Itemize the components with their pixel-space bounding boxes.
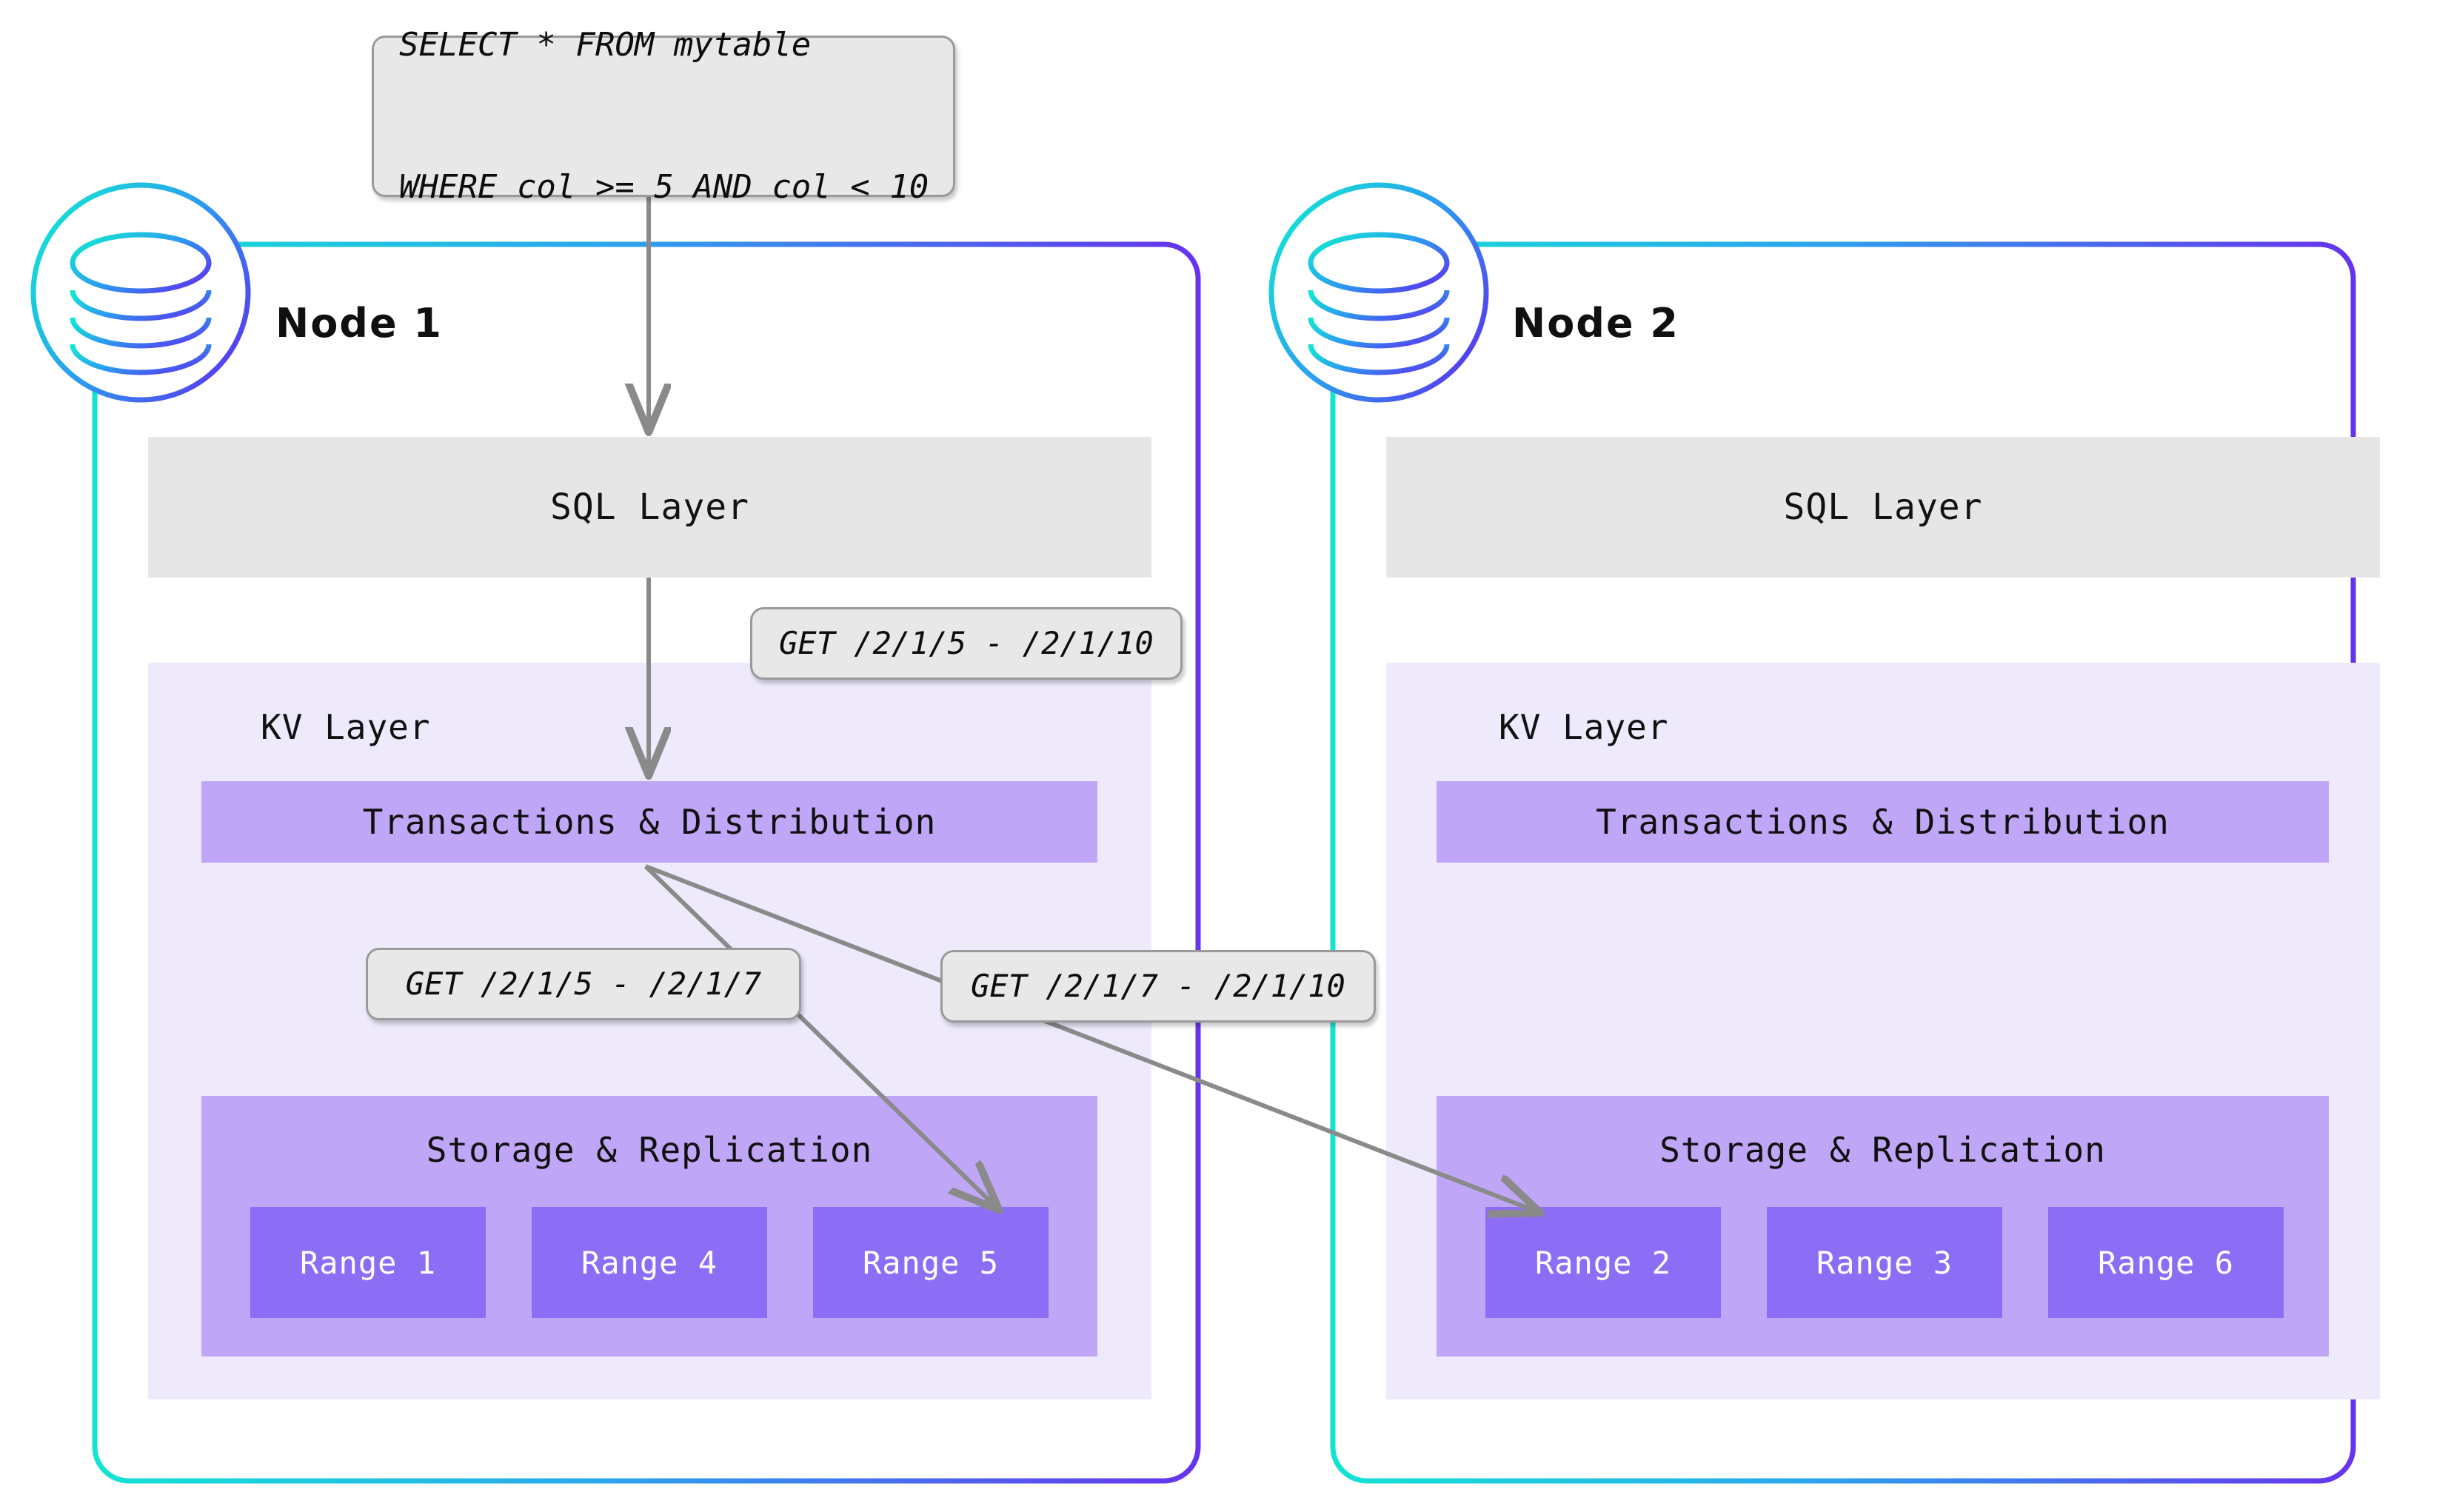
node-2-range-2-label: Range 6 [2097,1244,2234,1281]
database-cylinder-icon-node-2 [1268,182,1489,403]
node-2-sql-layer-label: SQL Layer [1783,486,1983,528]
node-1-kv-layer-label: KV Layer [261,707,431,747]
node-2-range-2[interactable]: Range 6 [2048,1207,2284,1318]
node-1-storage-label: Storage & Replication [426,1130,873,1170]
node-1-range-0[interactable]: Range 1 [250,1207,486,1318]
node-1-range-1[interactable]: Range 4 [532,1207,767,1318]
node-2-transactions-bar: Transactions & Distribution [1437,781,2329,863]
node-2-range-1-label: Range 3 [1816,1244,1953,1281]
node-1-sql-layer: SQL Layer [148,437,1151,578]
node-2-transactions-label: Transactions & Distribution [1596,802,2170,842]
node-2-kv-layer-label: KV Layer [1499,707,1669,747]
node-1-transactions-bar: Transactions & Distribution [201,781,1097,863]
node-1-sql-layer-label: SQL Layer [549,486,750,528]
node-2-range-1[interactable]: Range 3 [1767,1207,2002,1318]
sql-query-box: SELECT * FROM mytable WHERE col >= 5 AND… [372,26,955,206]
node-2-storage-label: Storage & Replication [1659,1130,2106,1170]
node-2-sql-layer: SQL Layer [1386,437,2380,578]
callout-sql-to-kv: GET /2/1/5 - /2/1/10 [750,607,1183,680]
sql-query-line-1: SELECT * FROM mytable [399,26,812,64]
node-1-range-1-label: Range 4 [581,1244,718,1281]
node-1-transactions-label: Transactions & Distribution [362,802,937,842]
node-2-title: Node 2 [1512,300,1679,347]
node-1-title: Node 1 [275,300,443,347]
callout-kv-local: GET /2/1/5 - /2/1/7 [366,948,801,1020]
node-1-range-0-label: Range 1 [299,1244,436,1281]
sql-query-line-2: WHERE col >= 5 AND col < 10 [399,167,929,206]
node-2-range-0-label: Range 2 [1534,1244,1671,1281]
callout-kv-remote: GET /2/1/7 - /2/1/10 [940,950,1376,1023]
node-2-range-0[interactable]: Range 2 [1485,1207,1721,1318]
database-cylinder-icon-node-1 [30,182,251,403]
node-1-range-2[interactable]: Range 5 [813,1207,1049,1318]
node-1-range-2-label: Range 5 [862,1244,999,1281]
